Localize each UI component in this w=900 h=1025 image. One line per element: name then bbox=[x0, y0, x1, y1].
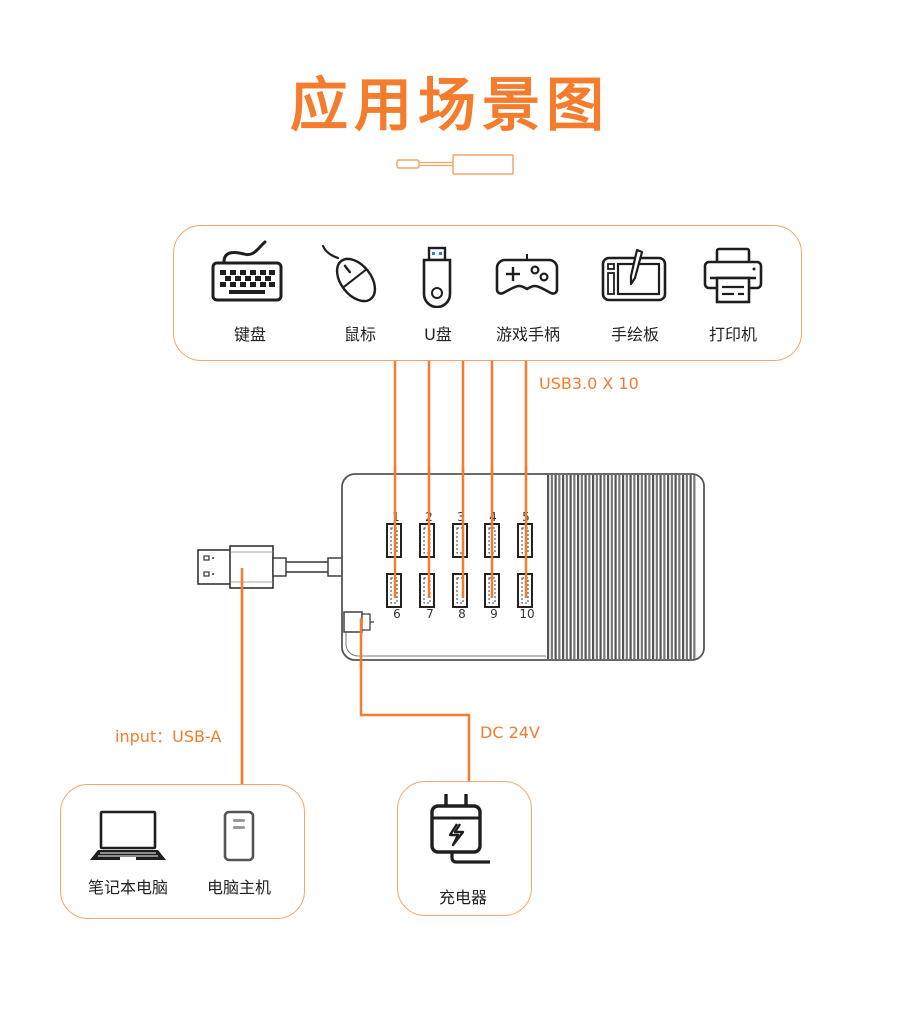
heatsink-fin bbox=[547, 475, 550, 659]
device-label-printer: 打印机 bbox=[708, 325, 757, 344]
heatsink-fin bbox=[693, 475, 696, 659]
heatsink-fin bbox=[554, 475, 557, 659]
heatsink-fin bbox=[603, 475, 606, 659]
usb-port-2 bbox=[419, 523, 435, 558]
heatsink-fin bbox=[618, 475, 621, 659]
printer-icon bbox=[703, 247, 763, 304]
heatsink-fin bbox=[573, 475, 576, 659]
heatsink-fin bbox=[644, 475, 647, 659]
heatsink-fin bbox=[670, 475, 673, 659]
laptop-icon bbox=[90, 810, 166, 860]
heatsink-fin bbox=[655, 475, 658, 659]
heatsink-fin bbox=[595, 475, 598, 659]
heatsink-fin bbox=[562, 475, 565, 659]
heatsink-fin bbox=[652, 475, 655, 659]
wire-power bbox=[359, 624, 471, 782]
usb-hub-device bbox=[197, 473, 705, 661]
port-number: 7 bbox=[426, 607, 434, 621]
heatsink-fin bbox=[667, 475, 670, 659]
heatsink-fin bbox=[663, 475, 666, 659]
charger-icon bbox=[430, 794, 490, 864]
heatsink-fin bbox=[637, 475, 640, 659]
usb-drive-icon bbox=[422, 246, 452, 308]
heatsink-fin bbox=[674, 475, 677, 659]
desktop-tower-icon bbox=[223, 810, 255, 862]
heatsink-fin bbox=[640, 475, 643, 659]
usb-port-7 bbox=[419, 573, 435, 608]
heatsink-fin bbox=[685, 475, 688, 659]
heatsink-fin bbox=[565, 475, 568, 659]
heatsink-fin bbox=[682, 475, 685, 659]
keyboard-icon bbox=[211, 240, 283, 302]
heatsink-fin bbox=[610, 475, 613, 659]
port-number: 9 bbox=[490, 607, 498, 621]
heatsink-fin bbox=[588, 475, 591, 659]
hosts-box bbox=[60, 784, 305, 919]
host-label-laptop: 笔记本电脑 bbox=[87, 878, 168, 897]
heatsink-fin bbox=[558, 475, 561, 659]
usb-divider-icon bbox=[396, 154, 514, 175]
drawing-tablet-icon bbox=[601, 248, 667, 302]
heatsink-fin bbox=[648, 475, 651, 659]
heatsink-fin bbox=[550, 475, 553, 659]
ports-label: USB3.0 X 10 bbox=[539, 374, 639, 393]
devices-box bbox=[173, 225, 802, 361]
port-number: 8 bbox=[458, 607, 466, 621]
power-label: DC 24V bbox=[480, 723, 540, 742]
device-label-gamepad: 游戏手柄 bbox=[495, 325, 560, 344]
heatsink-fin bbox=[633, 475, 636, 659]
heatsink-fin bbox=[607, 475, 610, 659]
heatsink-fin bbox=[614, 475, 617, 659]
heatsink-fin bbox=[678, 475, 681, 659]
heatsink-fin bbox=[569, 475, 572, 659]
heatsink-fin bbox=[659, 475, 662, 659]
host-label-desktop: 电脑主机 bbox=[206, 878, 271, 897]
page-title: 应用场景图 bbox=[289, 71, 610, 139]
heatsink-fin bbox=[592, 475, 595, 659]
gamepad-icon bbox=[495, 254, 559, 295]
device-label-drawing-tablet: 手绘板 bbox=[610, 325, 659, 344]
port-number: 10 bbox=[519, 607, 535, 621]
heatsink-fin bbox=[584, 475, 587, 659]
heatsink-fin bbox=[599, 475, 602, 659]
input-label: input：USB-A bbox=[115, 727, 222, 746]
charger-label: 充电器 bbox=[438, 888, 487, 907]
device-label-keyboard: 键盘 bbox=[233, 325, 266, 344]
heatsink-fin bbox=[625, 475, 628, 659]
heatsink-fin bbox=[580, 475, 583, 659]
heatsink-fin bbox=[629, 475, 632, 659]
device-label-mouse: 鼠标 bbox=[343, 325, 376, 344]
port-number: 6 bbox=[393, 607, 401, 621]
heatsink-fin bbox=[622, 475, 625, 659]
mouse-icon bbox=[321, 244, 377, 303]
port-number: 3 bbox=[457, 510, 465, 524]
heatsink-fin bbox=[577, 475, 580, 659]
device-label-usb-drive: U盘 bbox=[424, 325, 452, 344]
heatsink-fin bbox=[689, 475, 692, 659]
